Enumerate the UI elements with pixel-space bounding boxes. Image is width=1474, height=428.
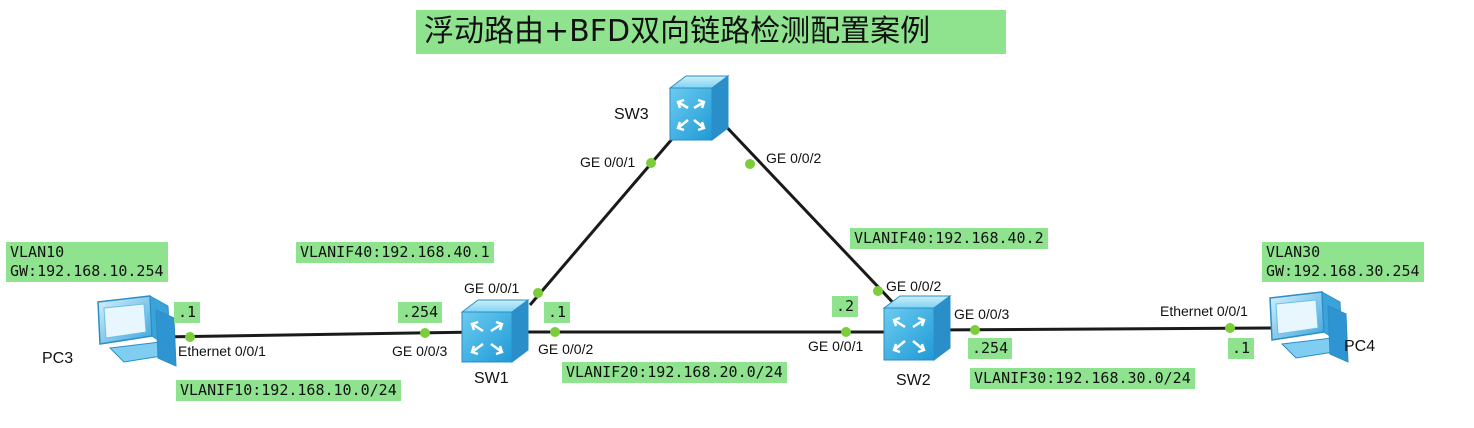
port-label-sw2-ge002: GE 0/0/2 [886,278,942,294]
port-dot-sw2-ge002 [873,286,883,296]
tag-pc3-host: .1 [174,302,201,323]
tag-vlanif40-sw1: VLANIF40:192.168.40.1 [296,242,494,263]
tag-vlan10-gateway: VLAN10 GW:192.168.10.254 [6,242,168,282]
tag-vlanif10-subnet: VLANIF10:192.168.10.0/24 [176,380,401,401]
tag-vlanif20-subnet: VLANIF20:192.168.20.0/24 [562,362,787,383]
tag-vlanif40-sw2: VLANIF40:192.168.40.2 [850,228,1048,249]
switch-icon-sw2[interactable] [882,295,952,361]
link-sw1-sw3 [528,117,692,306]
port-dot-pc3-eth [185,332,195,342]
port-label-sw2-ge003: GE 0/0/3 [954,306,1010,322]
tag-sw1-vlan10-host: .254 [398,302,443,323]
diagram-title: 浮动路由+BFD双向链路检测配置案例 [416,10,1006,54]
port-dot-sw2-ge003 [970,325,980,335]
port-dot-sw2-ge001 [841,327,851,337]
pc-icon-pc3[interactable] [97,295,177,367]
port-label-sw2-ge001: GE 0/0/1 [808,338,864,354]
device-label-sw2: SW2 [896,372,931,389]
link-pc3-sw1 [159,330,481,339]
link-sw3-sw2 [716,116,902,312]
port-dot-sw1-ge003 [420,328,430,338]
tag-vlanif30-subnet: VLANIF30:192.168.30.0/24 [970,368,1195,389]
port-label-pc3-eth: Ethernet 0/0/1 [178,343,266,359]
device-label-sw1: SW1 [474,370,509,387]
switch-icon-sw1[interactable] [460,299,530,363]
link-sw2-pc4 [929,326,1279,332]
port-dot-sw1-ge001 [533,288,543,298]
port-dot-sw3-ge001 [646,158,656,168]
switch-icon-sw3[interactable] [668,75,730,141]
tag-pc4-host: .1 [1228,338,1255,359]
port-label-sw1-ge001: GE 0/0/1 [464,280,520,296]
pc-icon-pc4[interactable] [1269,291,1349,363]
tag-sw2-vlan20-host: .2 [832,296,859,317]
device-label-pc3: PC3 [42,350,74,367]
port-dot-pc4-eth [1225,323,1235,333]
port-dot-sw3-ge002 [745,159,755,169]
tag-vlan30-gateway: VLAN30 GW:192.168.30.254 [1262,242,1424,282]
device-label-pc4: PC4 [1344,338,1376,355]
tag-sw2-vlan30-host: .254 [968,338,1013,359]
port-label-sw3-ge002: GE 0/0/2 [766,150,822,166]
port-label-pc4-eth: Ethernet 0/0/1 [1160,303,1248,319]
device-label-sw3: SW3 [614,106,649,123]
port-label-sw3-ge001: GE 0/0/1 [580,154,636,170]
port-label-sw1-ge003: GE 0/0/3 [392,343,448,359]
tag-sw1-vlan20-host: .1 [544,302,571,323]
port-label-sw1-ge002: GE 0/0/2 [538,341,594,357]
port-dot-sw1-ge002 [550,327,560,337]
